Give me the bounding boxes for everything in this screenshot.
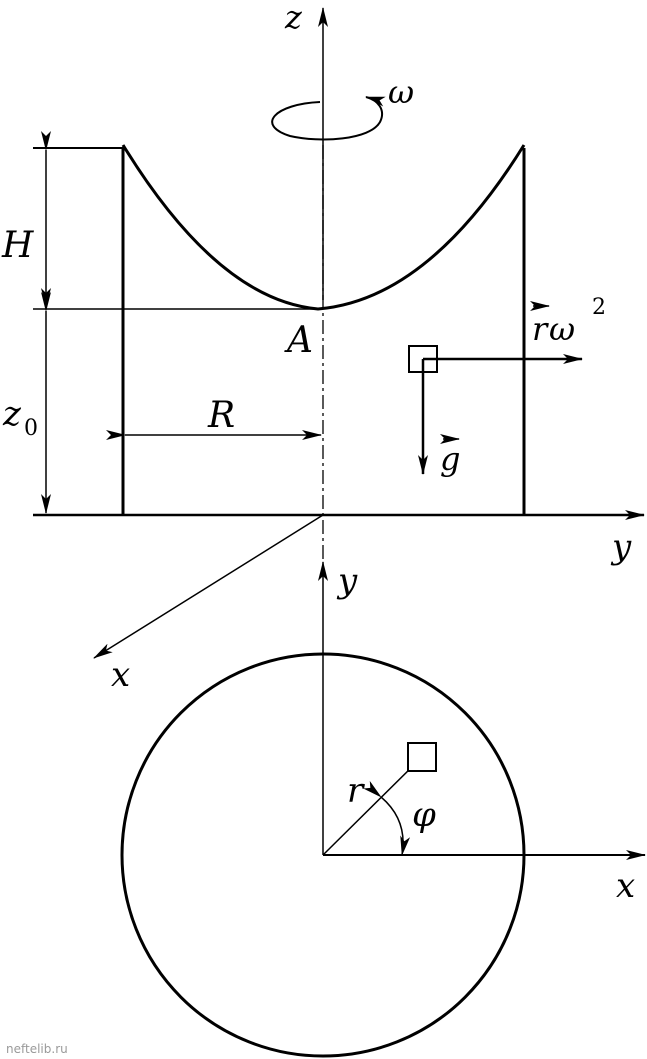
z0-label: z — [2, 394, 22, 434]
x-axis-oblique-label: x — [111, 655, 130, 695]
z0-subscript: 0 — [24, 416, 38, 441]
y-axis-upper-label: y — [610, 527, 632, 567]
x-axis-oblique — [93, 514, 324, 659]
fluid-element-square-top-view — [407, 742, 437, 772]
watermark-text: neftelib.ru — [6, 1042, 68, 1056]
r-omega-exponent: 2 — [592, 295, 606, 320]
phi-label: φ — [412, 795, 436, 835]
point-A-label: A — [284, 320, 313, 361]
H-label: H — [1, 225, 34, 266]
g-label: g — [440, 440, 460, 478]
R-label: R — [207, 395, 235, 436]
omega-label: ω — [388, 73, 414, 111]
x-axis-lower-label: x — [616, 866, 635, 906]
z-axis-label: z — [284, 0, 303, 36]
rotation-arrow — [271, 96, 386, 141]
r-label: r — [347, 771, 365, 811]
y-axis-lower-label: y — [336, 561, 358, 601]
r-omega-r-label: r — [532, 310, 549, 348]
r-omega-w-label: ω — [549, 310, 575, 348]
phi-angle-arc — [363, 780, 411, 856]
